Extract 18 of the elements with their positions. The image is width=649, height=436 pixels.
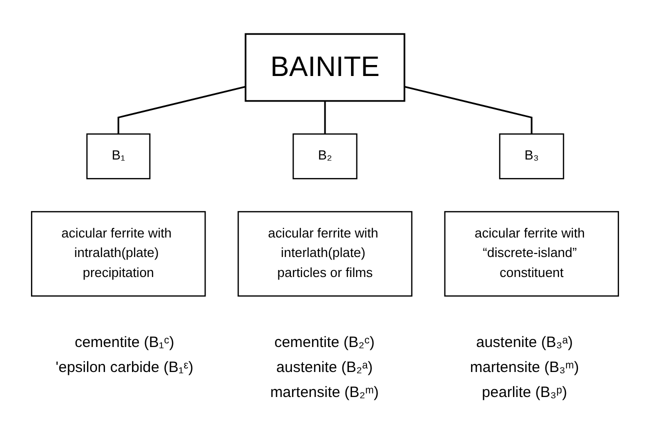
node-box: BAINITE [244, 33, 405, 102]
connector [404, 86, 532, 134]
connector [117, 86, 246, 134]
phase-label: 'epsilon carbide (B₁ᵋ) [54, 359, 194, 376]
connector [324, 100, 326, 134]
phase-label: pearlite (B₃ᵖ) [480, 384, 568, 401]
node-box: B₃ [498, 133, 564, 180]
phase-label: austenite (B₂ᵃ) [275, 359, 374, 376]
phase-label: cementite (B₁ᶜ) [74, 334, 176, 351]
node-box: acicular ferrite with intralath(plate) precipitation [30, 211, 206, 297]
phase-label: martensite (B₂ᵐ) [269, 384, 380, 401]
phase-label: martensite (B₃ᵐ) [469, 359, 580, 376]
phase-label: cementite (B₂ᶜ) [273, 334, 376, 351]
node-box: B₁ [86, 133, 150, 180]
phase-label: austenite (B₃ᵃ) [475, 334, 574, 351]
node-box: acicular ferrite with “discrete-island” constituent [444, 211, 618, 297]
node-box: acicular ferrite with interlath(plate) particles or films [237, 211, 412, 297]
node-box: B₂ [292, 133, 357, 180]
